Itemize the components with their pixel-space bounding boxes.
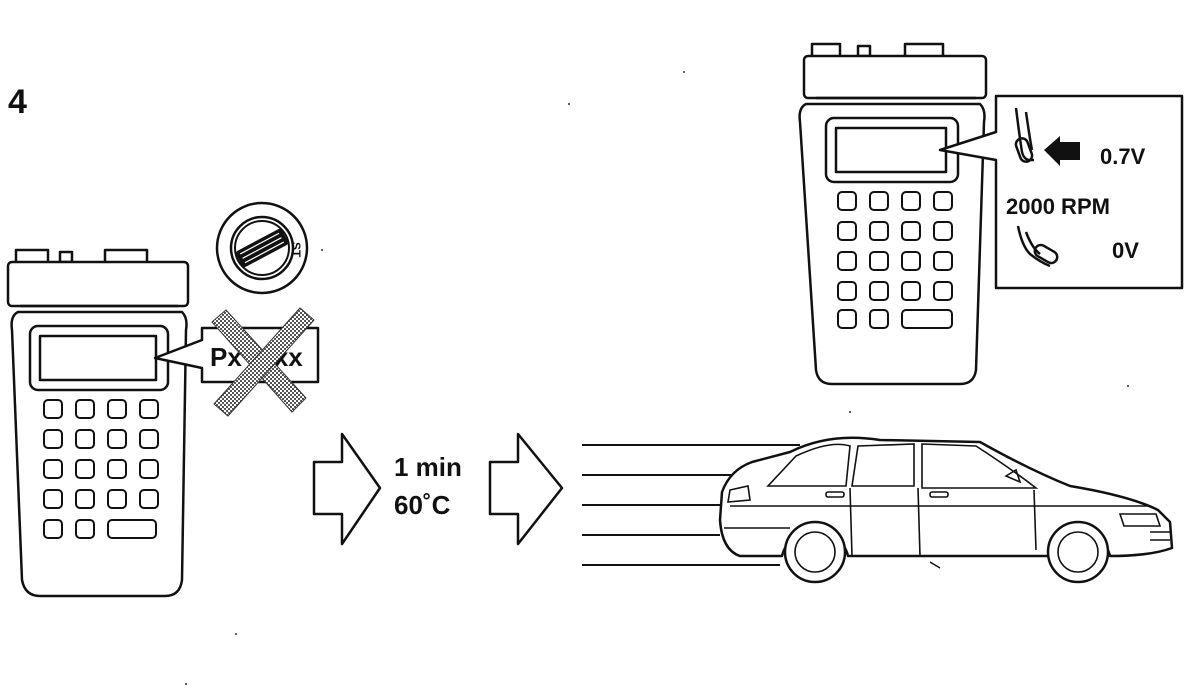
duration-label: 1 min (394, 452, 462, 482)
ignition-st-label: ST (289, 242, 303, 258)
connector-head (802, 54, 988, 100)
cross-out-mark (211, 307, 315, 417)
callout-right: 0.7V 2000 RPM 0V (938, 94, 1184, 290)
keypad (837, 191, 953, 329)
ignition-switch: ST (215, 201, 309, 295)
tester-screen (834, 126, 948, 174)
voltage-high-value: 0.7V (1100, 144, 1146, 169)
voltage-low-value: 0V (1112, 238, 1139, 263)
step-number: 4 (8, 83, 27, 121)
scan-tool-right (798, 42, 988, 386)
tester-screen (38, 334, 158, 382)
rear-wheel (783, 520, 847, 584)
ignition-key-icon (235, 228, 289, 268)
arrow-left (312, 432, 382, 546)
arrow-left-icon (1044, 136, 1080, 166)
scan-specks (185, 71, 1129, 685)
front-wheel (1046, 520, 1110, 584)
car-illustration (718, 436, 1174, 584)
motion-lines (582, 444, 800, 566)
scan-tool-left (6, 248, 190, 598)
arrow-right (488, 432, 564, 546)
connector-head (6, 260, 190, 308)
throttle-open-icon (1014, 107, 1034, 163)
rpm-label: 2000 RPM (1006, 194, 1110, 219)
throttle-closed-icon (1016, 225, 1059, 268)
keypad (43, 399, 159, 539)
temperature-label: 60˚C (394, 490, 451, 520)
